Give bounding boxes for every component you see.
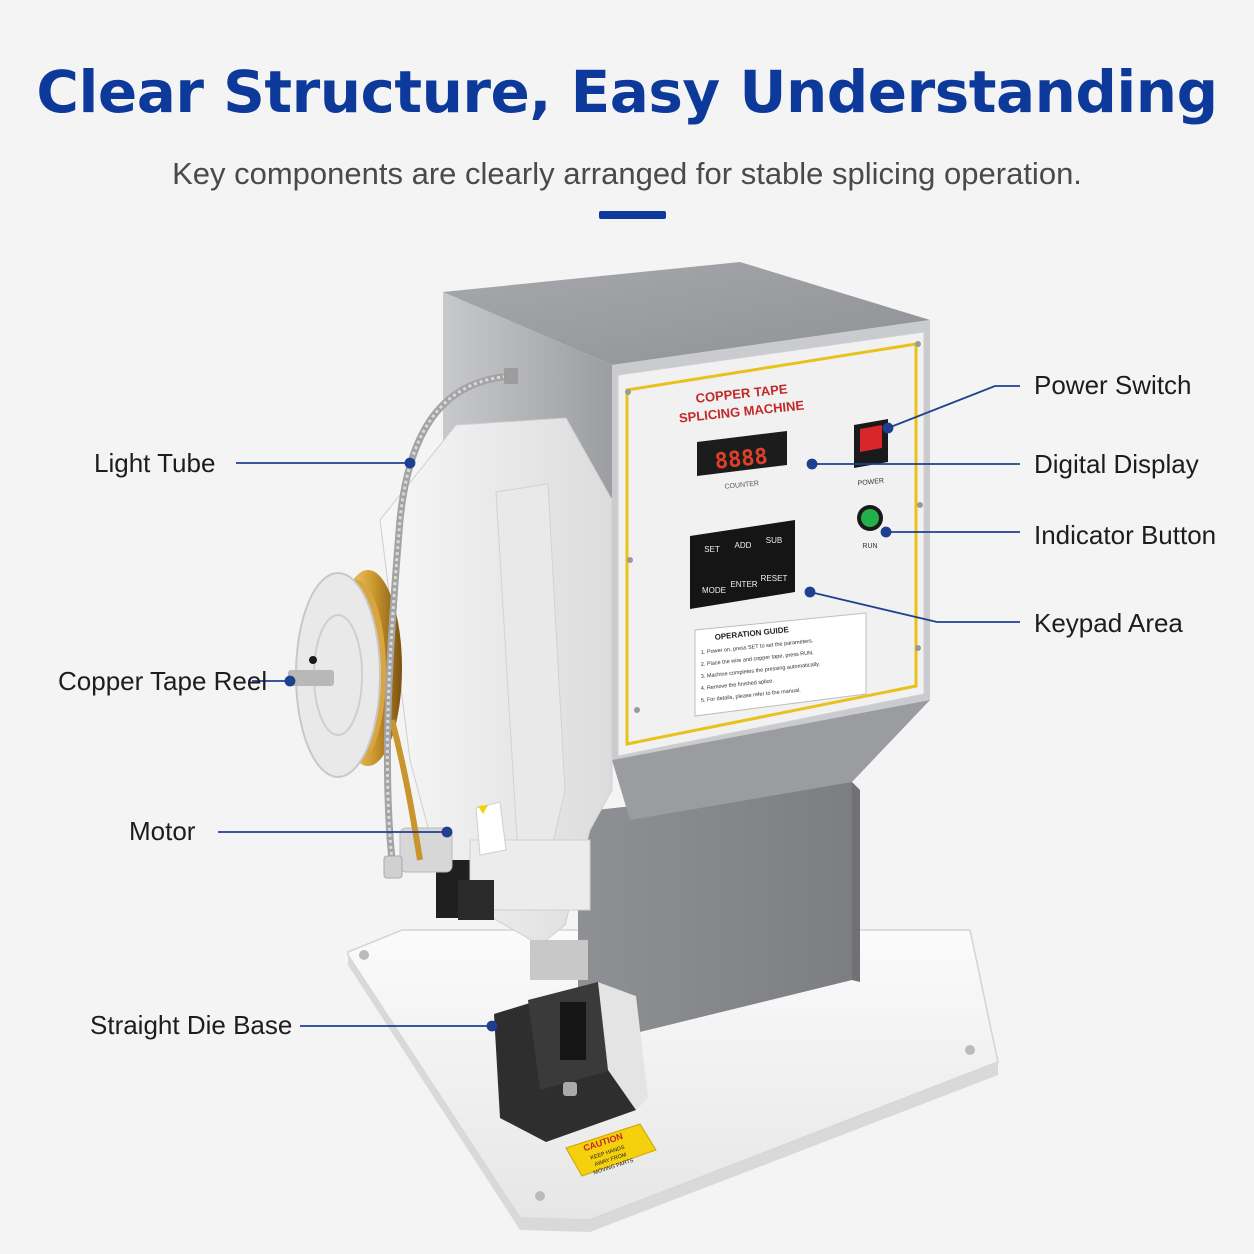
counter-label: COUNTER [724, 480, 759, 491]
power-switch[interactable]: POWER [854, 419, 888, 487]
operation-guide: OPERATION GUIDE 1. Power on, press SET t… [694, 612, 867, 717]
keypad: SET ADD SUB MODE ENTER RESET [690, 520, 795, 609]
base-plate [347, 929, 999, 1232]
keypad-key[interactable]: ADD [735, 541, 752, 550]
callout-digital-display: Digital Display [1034, 449, 1199, 479]
keypad-key[interactable]: RESET [761, 574, 788, 583]
callout-copper-tape-reel: Copper Tape Reel [58, 666, 268, 696]
keypad-key[interactable]: SET [704, 545, 720, 554]
head-assembly [379, 417, 613, 980]
control-panel: COPPER TAPE SPLICING MACHINE 8888 COUNTE… [617, 331, 925, 757]
callout-straight-die-base: Straight Die Base [90, 1010, 293, 1040]
panel-screws [625, 341, 923, 713]
power-label: POWER [857, 478, 884, 488]
machine-pillar [578, 782, 860, 1032]
callout-power-switch: Power Switch [1034, 370, 1192, 400]
run-label: RUN [862, 543, 877, 550]
digital-display: 8888 COUNTER [697, 431, 787, 491]
title-accent-bar [599, 211, 666, 219]
light-tube [383, 368, 518, 879]
display-readout: 8888 [714, 444, 769, 474]
keypad-key[interactable]: ENTER [730, 580, 757, 589]
straight-die-base [494, 982, 648, 1142]
callout-motor: Motor [129, 816, 196, 846]
page-title: Clear Structure, Easy Understanding [36, 58, 1218, 126]
callout-keypad-area: Keypad Area [1034, 608, 1183, 638]
copper-tape-reel [288, 570, 423, 861]
callout-indicator-button: Indicator Button [1034, 520, 1217, 550]
callout-lines [218, 385, 1020, 1032]
callout-light-tube: Light Tube [94, 448, 216, 478]
keypad-key[interactable]: SUB [766, 536, 782, 545]
run-indicator-button[interactable]: RUN [857, 505, 883, 550]
keypad-key[interactable]: MODE [702, 586, 726, 595]
page-subtitle: Key components are clearly arranged for … [172, 156, 1082, 191]
motor [399, 827, 453, 873]
